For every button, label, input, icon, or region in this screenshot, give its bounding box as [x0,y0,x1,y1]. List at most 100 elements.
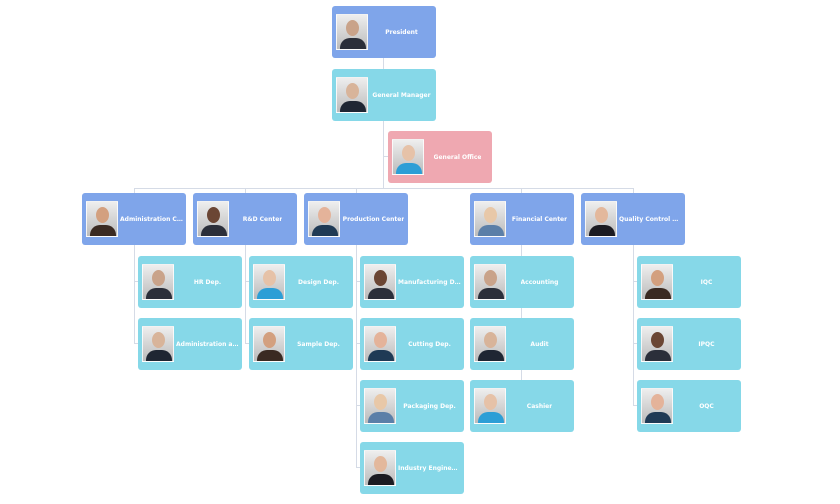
connector-line [383,120,384,188]
avatar-photo [86,201,118,237]
avatar-photo [474,326,506,362]
node-audit[interactable]: Audit [470,318,574,370]
node-label-text: Administration and... [176,340,239,348]
avatar-photo [474,264,506,300]
connector-line [356,281,360,282]
connector-line [521,369,522,380]
node-design-dep[interactable]: Design Dep. [249,256,353,308]
avatar-photo [253,326,285,362]
node-label-text: Cutting Dep. [408,340,451,348]
node-label: HR Dep. [176,256,239,308]
connector-line [134,281,138,282]
avatar-photo [392,139,424,175]
node-label: Packaging Dep. [398,380,461,432]
node-quality-control-center[interactable]: Quality Control Ce... [581,193,685,245]
node-label-text: Audit [530,340,549,348]
avatar-photo [364,450,396,486]
node-administration-dep[interactable]: Administration and... [138,318,242,370]
node-cutting-dep[interactable]: Cutting Dep. [360,318,464,370]
node-label-text: General Office [433,153,482,161]
node-label-text: Manufacturing Dep. [398,278,461,286]
node-label: Financial Center [508,193,571,245]
node-label-text: General Manager [372,91,431,99]
avatar-photo [336,77,368,113]
node-general-office[interactable]: General Office [388,131,492,183]
connector-line [356,188,357,193]
node-label: Administration and... [176,318,239,370]
avatar-photo [364,264,396,300]
node-label: Industry Engineeri... [398,442,461,494]
node-label-text: R&D Center [242,215,283,223]
node-sample-dep[interactable]: Sample Dep. [249,318,353,370]
connector-line [134,188,634,189]
node-label: IQC [675,256,738,308]
node-label-text: OQC [699,402,714,410]
connector-line [521,307,522,318]
node-general-manager[interactable]: General Manager [332,69,436,121]
node-industry-engineering[interactable]: Industry Engineeri... [360,442,464,494]
connector-line [383,156,388,157]
node-label: Manufacturing Dep. [398,256,461,308]
avatar-photo [336,14,368,50]
node-iqc[interactable]: IQC [637,256,741,308]
node-ipqc[interactable]: IPQC [637,318,741,370]
avatar-photo [197,201,229,237]
connector-line [134,343,138,344]
connector-line [356,467,360,468]
node-label: General Office [426,131,489,183]
avatar-photo [142,264,174,300]
node-label: Production Center [342,193,405,245]
node-oqc[interactable]: OQC [637,380,741,432]
node-label: IPQC [675,318,738,370]
node-label-text: Industry Engineeri... [398,464,461,472]
avatar-photo [474,388,506,424]
node-hr-dep[interactable]: HR Dep. [138,256,242,308]
avatar-photo [142,326,174,362]
node-packaging-dep[interactable]: Packaging Dep. [360,380,464,432]
avatar-photo [474,201,506,237]
node-label: President [370,6,433,58]
node-label-text: Design Dep. [298,278,339,286]
node-label: R&D Center [231,193,294,245]
node-label-text: Cashier [526,402,553,410]
avatar-photo [253,264,285,300]
node-production-center[interactable]: Production Center [304,193,408,245]
node-accounting[interactable]: Accounting [470,256,574,308]
node-cashier[interactable]: Cashier [470,380,574,432]
node-administration-center[interactable]: Administration Cen... [82,193,186,245]
connector-line [521,244,522,256]
node-label: Sample Dep. [287,318,350,370]
node-label: Accounting [508,256,571,308]
connector-line [383,58,384,69]
connector-line [245,281,249,282]
connector-line [245,244,246,344]
node-label: Administration Cen... [120,193,183,245]
node-label: Quality Control Ce... [619,193,682,245]
node-rd-center[interactable]: R&D Center [193,193,297,245]
connector-line [633,244,634,406]
connector-line [356,405,360,406]
avatar-photo [641,264,673,300]
connector-line [245,188,246,193]
node-financial-center[interactable]: Financial Center [470,193,574,245]
node-label: OQC [675,380,738,432]
avatar-photo [364,326,396,362]
node-president[interactable]: President [332,6,436,58]
node-label-text: IQC [700,278,713,286]
connector-line [134,244,135,344]
avatar-photo [308,201,340,237]
node-label-text: Financial Center [511,215,568,223]
connector-line [633,188,634,193]
connector-line [245,343,249,344]
connector-line [521,188,522,193]
node-label-text: Sample Dep. [297,340,340,348]
node-label: Cutting Dep. [398,318,461,370]
connector-line [134,188,135,193]
node-label-text: HR Dep. [193,278,222,286]
avatar-photo [364,388,396,424]
node-manufacturing-dep[interactable]: Manufacturing Dep. [360,256,464,308]
avatar-photo [585,201,617,237]
node-label-text: IPQC [698,340,715,348]
avatar-photo [641,326,673,362]
node-label: Design Dep. [287,256,350,308]
